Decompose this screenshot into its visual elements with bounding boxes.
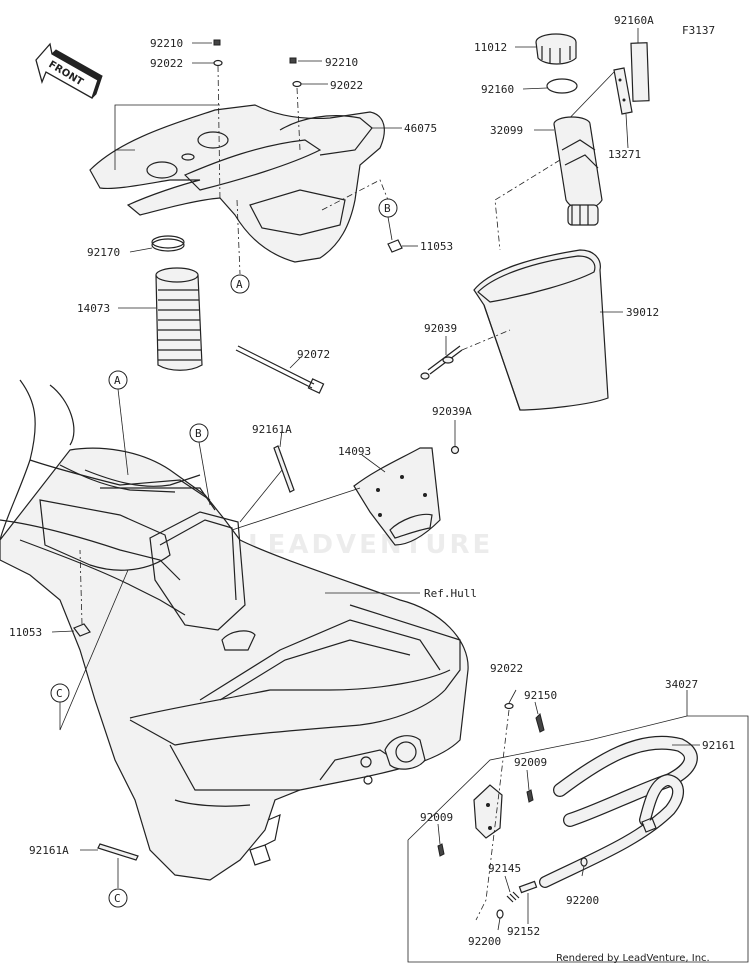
label-92022-b: 92022	[330, 79, 363, 92]
ref-a-hull: A	[114, 374, 121, 387]
hinge-bracket	[473, 784, 503, 839]
pin-92152	[518, 880, 538, 894]
label-46075: 46075	[404, 122, 437, 135]
washer-92022-c	[504, 702, 514, 710]
clip-11053-a	[387, 239, 403, 253]
label-92072: 92072	[297, 348, 330, 361]
label-92009-b: 92009	[420, 811, 453, 824]
ref-c-left: C	[56, 687, 63, 700]
ref-b-hull: B	[195, 427, 202, 440]
label-92039: 92039	[424, 322, 457, 335]
label-92161A-b: 92161A	[29, 844, 69, 857]
tube-32099	[553, 116, 603, 226]
label-92200-b: 92200	[566, 894, 599, 907]
label-14093: 14093	[338, 445, 371, 458]
ref-b-top: B	[384, 202, 391, 215]
o-ring-92160	[546, 78, 578, 94]
label-92145: 92145	[488, 862, 521, 875]
label-11053-a: 11053	[420, 240, 453, 253]
label-39012: 39012	[626, 306, 659, 319]
handle-92161	[553, 735, 698, 827]
figure-code: F3137	[682, 24, 715, 37]
label-92009-a: 92009	[514, 756, 547, 769]
label-11053-b: 11053	[9, 626, 42, 639]
label-92160A: 92160A	[614, 14, 654, 27]
hose-14073	[155, 267, 203, 371]
label-92200-a: 92200	[468, 935, 501, 948]
label-11012: 11012	[474, 41, 507, 54]
bin-39012	[473, 249, 609, 411]
hull	[0, 379, 469, 881]
pin-92039	[420, 345, 463, 380]
label-92161: 92161	[702, 739, 735, 752]
bolt-92210-b	[289, 57, 297, 64]
strip-92161A-a	[273, 445, 295, 493]
ring-92200-a	[496, 909, 504, 919]
bolt-92210-a	[213, 39, 221, 46]
ref-circle-a-top	[230, 274, 250, 294]
ref-circle-c-bottom	[108, 888, 128, 908]
cap-11012	[535, 33, 577, 65]
bracket-14093	[353, 447, 441, 546]
strap-13271	[613, 67, 633, 115]
label-34027: 34027	[665, 678, 698, 691]
washer-92022-a	[213, 59, 223, 67]
ladder-34027	[539, 773, 684, 888]
bolt-92009-a	[526, 789, 534, 803]
washer-92022-b	[292, 80, 302, 88]
clip-11053-b	[73, 623, 91, 637]
ref-a-top: A	[236, 278, 243, 291]
bolt-92150	[535, 713, 545, 733]
label-92210-b: 92210	[325, 56, 358, 69]
pad-92160A	[630, 42, 650, 102]
deck-cover-46075	[89, 104, 385, 263]
label-92210-a: 92210	[150, 37, 183, 50]
footer-credit: Rendered by LeadVenture, Inc.	[556, 953, 710, 964]
pin-92039A	[450, 445, 460, 455]
front-arrow: FRONT	[35, 42, 103, 99]
label-92022-c: 92022	[490, 662, 523, 675]
watermark: LEADVENTURE	[248, 530, 493, 560]
label-92160: 92160	[481, 83, 514, 96]
clamp-92170	[151, 235, 185, 252]
label-92022-a: 92022	[150, 57, 183, 70]
label-92152: 92152	[507, 925, 540, 938]
ref-c-bottom: C	[114, 892, 121, 905]
label-13271: 13271	[608, 148, 641, 161]
label-92150: 92150	[524, 689, 557, 702]
label-14073: 14073	[77, 302, 110, 315]
cable-tie-92072	[235, 345, 325, 394]
strip-92161A-b	[97, 843, 139, 861]
spring-92145	[506, 891, 520, 903]
bolt-92009-b	[437, 843, 445, 857]
label-32099: 32099	[490, 124, 523, 137]
label-92170: 92170	[87, 246, 120, 259]
label-92039A: 92039A	[432, 405, 472, 418]
label-92161A-a: 92161A	[252, 423, 292, 436]
label-ref-hull: Ref.Hull	[424, 587, 477, 600]
